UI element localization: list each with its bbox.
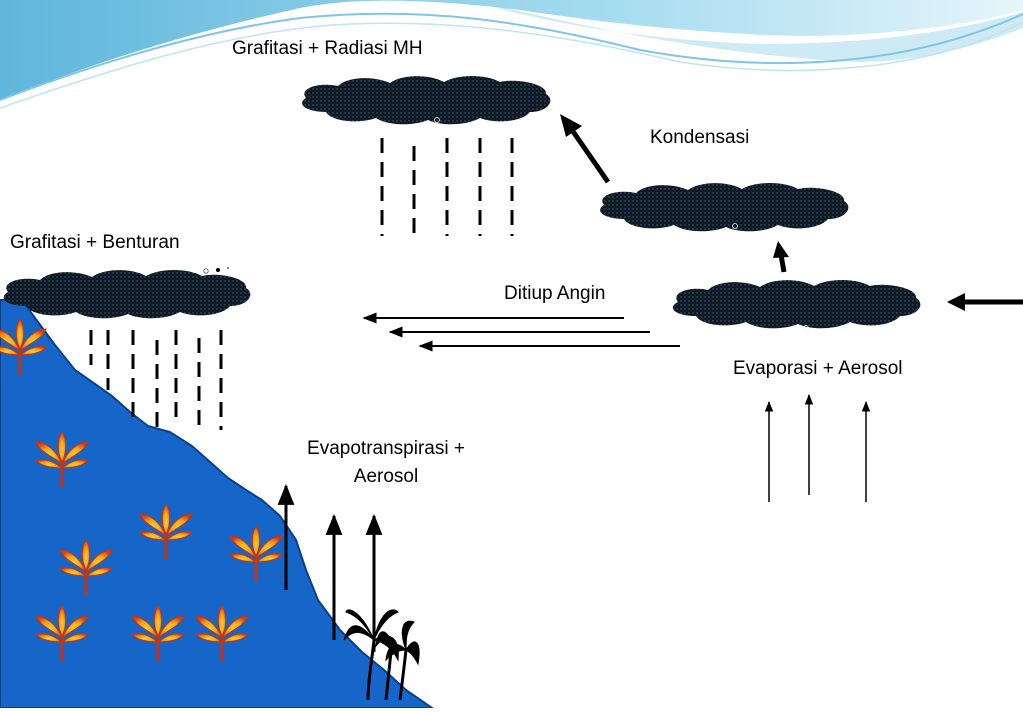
evapotranspiration-arrows xyxy=(277,483,383,652)
cloud-left xyxy=(3,267,251,319)
label-evapotranspirasi-line2: Aerosol xyxy=(354,466,418,487)
sky-band xyxy=(0,0,1023,109)
arrow-evaporasi-up xyxy=(773,241,789,273)
label-grafitasi-radiasi: Grafitasi + Radiasi MH xyxy=(232,38,423,59)
maple-tree-icon xyxy=(0,318,47,375)
maple-tree-icon xyxy=(35,431,89,488)
maple-tree-icon xyxy=(195,605,249,662)
wind-arrows xyxy=(362,312,680,352)
label-evaporasi-aerosol: Evaporasi + Aerosol xyxy=(733,358,903,379)
cloud-top xyxy=(302,76,551,125)
trees-group xyxy=(0,318,283,662)
maple-tree-icon xyxy=(131,605,185,662)
arrow-kondensasi xyxy=(560,114,611,184)
evaporation-arrows xyxy=(764,393,871,502)
cloud-middle-right xyxy=(600,183,849,232)
maple-tree-icon xyxy=(229,525,283,582)
rain-left xyxy=(89,330,223,430)
cloud-evaporation xyxy=(672,280,921,331)
maple-tree-icon xyxy=(59,539,113,596)
land-mass xyxy=(0,299,436,709)
maple-tree-icon xyxy=(139,503,193,560)
arrow-wind-in xyxy=(947,293,1023,311)
label-evapotranspirasi-line1: Evapotranspirasi + xyxy=(307,438,465,459)
maple-tree-icon xyxy=(35,605,89,662)
palm-tree-icon xyxy=(343,609,420,701)
label-kondensasi: Kondensasi xyxy=(650,127,749,148)
rain-top xyxy=(380,138,514,242)
label-grafitasi-benturan: Grafitasi + Benturan xyxy=(10,232,180,253)
label-ditiup-angin: Ditiup Angin xyxy=(504,283,605,304)
